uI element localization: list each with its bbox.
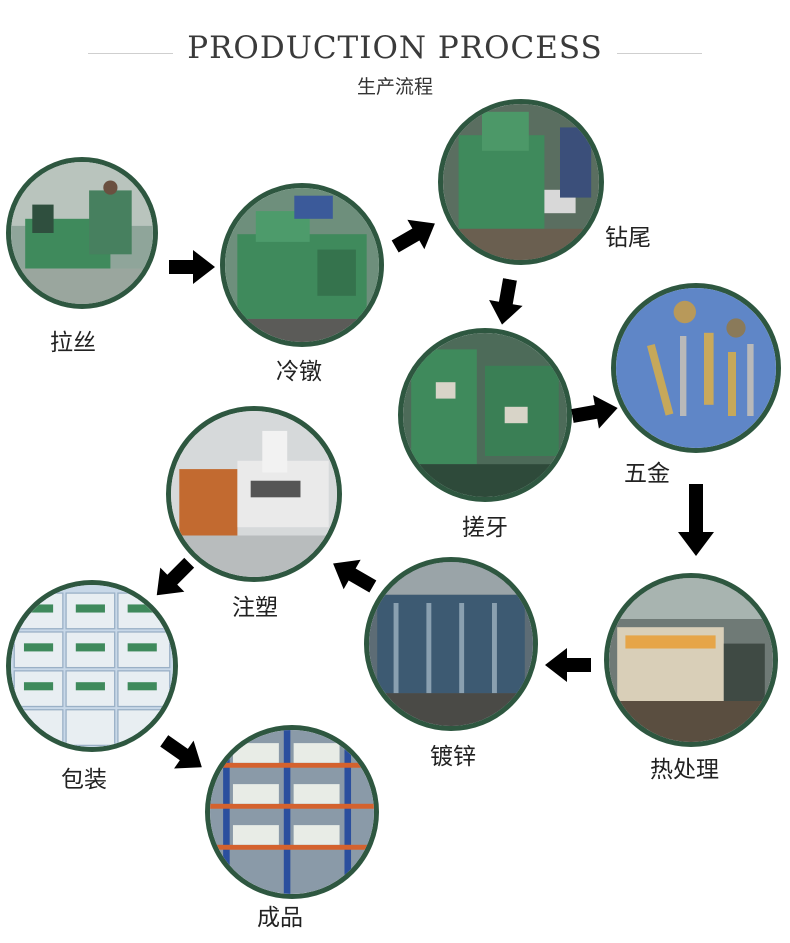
step-label-heat-treatment: 热处理 — [650, 757, 719, 783]
step-photo-galvanizing — [364, 557, 538, 731]
header-rule-right — [617, 53, 702, 54]
step-label-cold-heading: 冷镦 — [276, 359, 322, 385]
step-photo-hardware-parts — [611, 283, 781, 453]
page-subtitle: 生产流程 — [356, 76, 433, 98]
arrow-down-icon — [678, 484, 714, 556]
page-title: PRODUCTION PROCESS — [187, 30, 603, 66]
arrow-right-icon — [571, 395, 618, 429]
arrow-down-left-icon — [156, 557, 195, 596]
step-label-hardware-parts: 五金 — [624, 461, 670, 487]
step-photo-thread-rolling — [398, 328, 572, 502]
step-label-packaging: 包装 — [61, 767, 107, 793]
header-rule-left — [88, 53, 173, 54]
arrow-down-icon — [489, 278, 523, 325]
arrow-right-icon — [169, 250, 215, 284]
step-label-galvanizing: 镀锌 — [430, 744, 476, 770]
step-photo-drill-point — [438, 99, 604, 265]
step-label-thread-rolling: 搓牙 — [462, 515, 508, 541]
step-photo-packaging — [6, 580, 178, 752]
step-label-finished-products: 成品 — [257, 905, 303, 931]
step-label-wire-drawing: 拉丝 — [50, 330, 96, 356]
step-label-drill-point: 钻尾 — [605, 225, 651, 251]
arrow-left-icon — [545, 648, 591, 682]
step-photo-cold-heading — [220, 183, 384, 347]
arrow-left-icon — [333, 559, 377, 593]
step-photo-heat-treatment — [604, 573, 778, 747]
arrow-up-right-icon — [391, 219, 435, 253]
step-label-injection-molding: 注塑 — [232, 595, 278, 621]
arrow-down-right-icon — [160, 735, 202, 769]
step-photo-finished-products — [205, 725, 379, 899]
step-photo-injection-molding — [166, 406, 342, 582]
step-photo-wire-drawing — [6, 157, 158, 309]
